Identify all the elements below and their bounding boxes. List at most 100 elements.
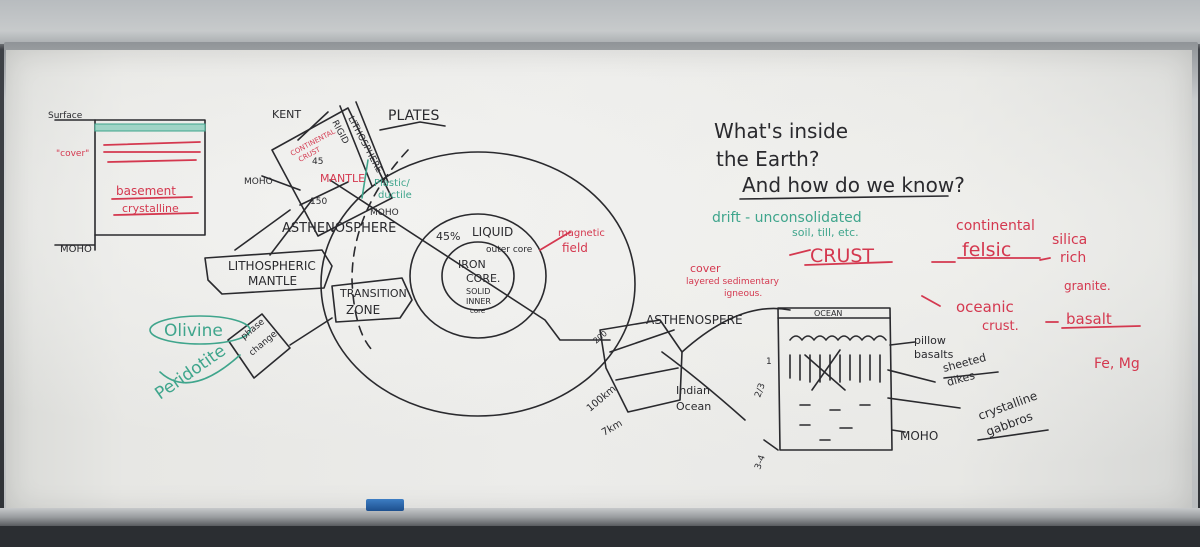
drift-line-1: drift - unconsolidated (712, 210, 862, 226)
pillow-basalts-1: pillow (914, 334, 946, 347)
profile-line (329, 179, 611, 341)
kent-label: KENT (272, 108, 301, 121)
mantle-label: MANTLE (320, 172, 365, 185)
moho-right-label: MOHO (900, 429, 938, 443)
lithosphere-link (234, 209, 291, 251)
solid-inner-3: core (470, 307, 485, 315)
asthenosphere-lower-curve (661, 351, 746, 421)
olivine-outline (149, 315, 251, 345)
depth-100km-label: 100km (585, 384, 619, 415)
drift-line-2: soil, till, etc. (792, 226, 859, 239)
plates-underline (379, 121, 446, 131)
depth-45-label: 45 (312, 157, 323, 167)
oceanic-wedge (599, 319, 683, 413)
asthenosphere-right-label: ASTHENOSPERE (646, 313, 743, 327)
crust-label: CRUST (810, 245, 874, 267)
outer-core-circle (409, 213, 547, 339)
solid-inner-2: INNER (466, 297, 491, 306)
title-line-1: What's inside (714, 119, 848, 143)
gabbro-dashes (799, 404, 871, 441)
floor-shadow (0, 526, 1200, 547)
solid-inner-1: SOLID (466, 287, 490, 296)
cover-red-lines (103, 141, 201, 163)
fe-mg-label: Fe, Mg (1094, 356, 1140, 372)
plates-label: PLATES (388, 108, 439, 124)
continental-label: continental (956, 218, 1035, 234)
moho-core-label: MOHO (370, 208, 399, 218)
oceanic-column-box (777, 307, 893, 451)
crystalline-left-label: crystalline (122, 202, 179, 215)
plastic-ductile-2: ductile (378, 190, 412, 201)
wedge-lines (609, 329, 679, 381)
asthenosphere-label: ASTHENOSPHERE (282, 221, 396, 236)
depth-tick (763, 439, 779, 451)
basement-underlines (111, 196, 199, 216)
basalt-label: basalt (1066, 310, 1112, 328)
cover-line-2: layered sedimentary (686, 277, 780, 287)
title-line-2: the Earth? (716, 147, 819, 171)
basement-label: basement (116, 184, 176, 198)
silica-rich-1: silica (1052, 232, 1087, 248)
cover-pointer (789, 249, 811, 256)
outer-core-label: outer core (486, 245, 533, 255)
title-line-3: And how do we know? (742, 173, 965, 197)
felsic-label: felsic (962, 239, 1011, 261)
magnetic-field-2: field (562, 241, 588, 255)
peridotite-outline (159, 354, 241, 384)
basalt-underline (1061, 325, 1141, 329)
label-underlines (943, 371, 1049, 441)
liquid-label: LIQUID (472, 225, 513, 239)
magnetic-field-1: magnetic (558, 228, 605, 239)
pillow-lava-row (789, 335, 887, 341)
depth-150-label: 150 (310, 197, 327, 207)
mantle-divider (299, 181, 349, 206)
cover-line-3: igneous. (724, 289, 762, 299)
pillow-basalts-2: basalts (914, 348, 954, 361)
plastic-ductile-1: Plastic/ (374, 178, 410, 189)
transition-zone-1: TRANSITION (339, 287, 407, 300)
transition-zone-box (331, 277, 413, 323)
olivine-label: Olivine (164, 321, 223, 341)
marker-tray (0, 508, 1200, 528)
crust-underline (804, 261, 893, 266)
plastic-pointer (361, 159, 369, 199)
phase-change-box (227, 313, 291, 379)
oceanic-crust-2: crust. (982, 319, 1019, 334)
ocean-label: OCEAN (814, 309, 842, 318)
lithospheric-mantle-2: MANTLE (248, 274, 297, 288)
kent-pointer (297, 111, 329, 141)
column-ticks (54, 119, 96, 251)
asthenosphere-pointer (269, 199, 313, 256)
iron-core-1: IRON (458, 258, 486, 271)
cover-line-1: cover (690, 262, 721, 275)
surface-soil-layer (94, 123, 206, 132)
depth-1-label: 1 (766, 357, 772, 367)
moho-mid-label: MOHO (244, 177, 273, 187)
oceanic-crust-1: oceanic (956, 298, 1014, 316)
title-underline (739, 195, 949, 200)
inner-core-circle (441, 241, 515, 311)
surface-label: Surface (48, 111, 83, 121)
granite-label: granite. (1064, 279, 1111, 293)
depth-34-label: 3-4 (753, 454, 768, 471)
indian-ocean-2: Ocean (676, 400, 711, 413)
magnetic-pointer (539, 231, 571, 251)
depth-23-label: 2/3 (753, 382, 767, 399)
depth-7km-label: 7km (600, 418, 624, 438)
phase-link (289, 317, 333, 346)
crust-dashes (931, 257, 1051, 263)
oceanic-pointers (887, 341, 961, 433)
crust-column-box (94, 119, 206, 236)
lithospheric-mantle-1: LITHOSPHERIC (228, 259, 316, 273)
indian-ocean-1: Indian (676, 384, 710, 397)
moho-pointer (261, 175, 301, 191)
dike-cross (804, 349, 846, 391)
cover-left-label: "cover" (56, 149, 89, 159)
depth-200-label: 200 (592, 329, 609, 346)
wall (0, 0, 1200, 44)
iron-core-2: CORE. (466, 272, 500, 285)
transition-zone-2: ZONE (346, 303, 380, 317)
moho-left-label: MOHO (60, 244, 92, 255)
